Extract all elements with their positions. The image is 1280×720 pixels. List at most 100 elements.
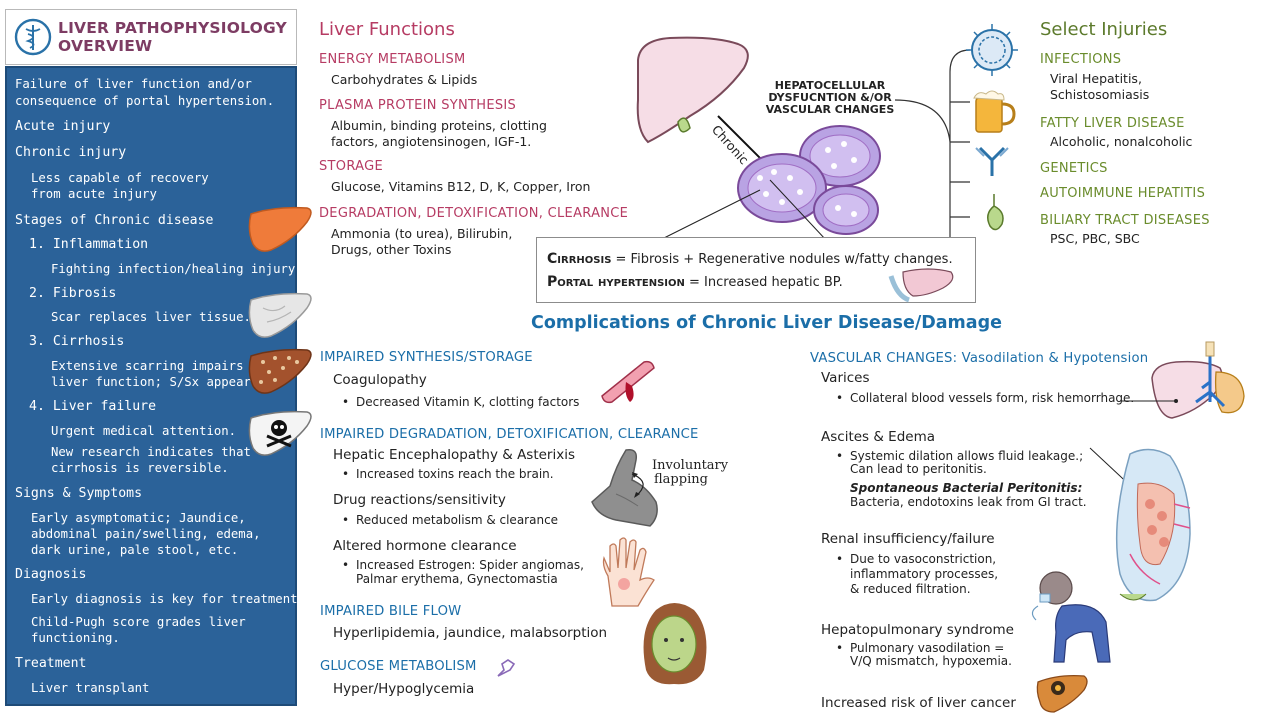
gallbladder-icon	[987, 194, 1004, 231]
stage-inflammation: 1. Inflammation	[29, 237, 149, 252]
coagulopathy-bullet: •Decreased Vitamin K, clotting factors	[342, 395, 580, 409]
flapping-hand-icon	[591, 448, 658, 527]
vascular-changes-heading: VASCULAR CHANGES: Vasodilation & Hypoten…	[810, 351, 1149, 366]
portal-hypertension-definition: Portal hypertension = Increased hepatic …	[547, 274, 843, 290]
hepatopulmonary-bullet-text: Pulmonary vasodilation =	[850, 641, 1005, 655]
select-injuries-title: Select Injuries	[1040, 19, 1168, 40]
stage-note: Fighting infection/healing injury.	[51, 262, 303, 276]
stage-note: cirrhosis is reversible.	[51, 461, 229, 475]
stage-note: Urgent medical attention.	[51, 424, 237, 438]
ascites-subheading: Ascites & Edema	[821, 429, 936, 445]
hepatopulmonary-subheading: Hepatopulmonary syndrome	[821, 622, 1014, 638]
drug-reactions-bullet: •Reduced metabolism & clearance	[342, 513, 559, 527]
breathless-patient-icon	[1031, 571, 1111, 663]
portal-term: Portal hypertension	[547, 274, 685, 290]
regenerative-nodules-illustration	[737, 125, 881, 235]
liver-functions-title: Liver Functions	[319, 19, 455, 40]
stage-cirrhosis: 3. Cirrhosis	[29, 334, 125, 349]
jaundiced-face-icon	[643, 603, 707, 685]
stage-note: Scar replaces liver tissue.	[51, 310, 251, 324]
fatty-liver-heading: FATTY LIVER DISEASE	[1040, 116, 1185, 131]
portal-vein-liver-icon	[888, 268, 954, 303]
varices-subheading: Varices	[821, 370, 870, 386]
renal-subheading: Renal insufficiency/failure	[821, 531, 995, 547]
hormone-bullet-cont: Palmar erythema, Gynectomastia	[356, 572, 558, 586]
energy-metabolism-heading: ENERGY METABOLISM	[319, 52, 466, 67]
treatment-heading: Treatment	[15, 656, 87, 671]
degradation-text: Ammonia (to urea), Bilirubin,	[331, 226, 513, 241]
storage-text: Glucose, Vitamins B12, D, K, Copper, Iro…	[331, 179, 591, 194]
beer-mug-icon	[973, 90, 1016, 133]
definition-box: Cirrhosis = Fibrosis + Regenerative nodu…	[536, 237, 976, 303]
cirrhosis-definition: Cirrhosis = Fibrosis + Regenerative nodu…	[547, 251, 953, 267]
drug-reactions-bullet-text: Reduced metabolism & clearance	[356, 513, 559, 527]
plasma-protein-text: factors, angiotensinogen, IGF-1.	[331, 134, 532, 149]
abdomen-ascites-icon	[1089, 447, 1191, 602]
infections-heading: INFECTIONS	[1040, 52, 1122, 67]
hepatocellular-label-line: VASCULAR CHANGES	[765, 103, 895, 116]
drug-reactions-subheading: Drug reactions/sensitivity	[333, 492, 506, 508]
inflamed-liver-icon	[248, 206, 312, 252]
signs-text: Early asymptomatic; Jaundice,	[31, 511, 246, 525]
chronic-injury-heading: Chronic injury	[15, 145, 127, 160]
signs-text: abdominal pain/swelling, edema,	[31, 527, 261, 541]
diagnosis-heading: Diagnosis	[15, 567, 87, 582]
encephalopathy-bullet-text: Increased toxins reach the brain.	[356, 467, 554, 481]
biliary-text: PSC, PBC, SBC	[1050, 231, 1140, 246]
signs-heading: Signs & Symptoms	[15, 486, 143, 501]
encephalopathy-bullet: •Increased toxins reach the brain.	[342, 467, 554, 481]
encephalopathy-subheading: Hepatic Encephalopathy & Asterixis	[333, 447, 576, 463]
page-title-line2: OVERVIEW	[58, 37, 153, 55]
ascites-bullet: •Systemic dilation allows fluid leakage.…	[836, 449, 1084, 463]
degradation-heading: DEGRADATION, DETOXIFICATION, CLEARANCE	[319, 206, 629, 221]
healthy-liver-illustration	[636, 36, 749, 144]
diagnosis-text: Early diagnosis is key for treatment.	[31, 592, 305, 606]
treatment-text: Liver transplant	[31, 681, 150, 695]
antibody-icon	[975, 146, 1009, 176]
cirrhotic-liver-icon	[248, 348, 312, 394]
stage-fibrosis: 2. Fibrosis	[29, 286, 117, 301]
hepatopulmonary-bullet-cont: V/Q mismatch, hypoxemia.	[850, 654, 1012, 668]
intro-text: consequence of portal hypertension.	[15, 94, 275, 108]
cancerous-liver-icon	[1036, 674, 1088, 713]
glucose-text: Hyper/Hypoglycemia	[333, 681, 475, 697]
liver-varices-icon	[1151, 341, 1245, 419]
diagnosis-text: Child-Pugh score grades liver	[31, 615, 246, 629]
liver-cancer-subheading: Increased risk of liver cancer	[821, 695, 1016, 711]
caduceus-icon	[14, 18, 52, 56]
biliary-heading: BILIARY TRACT DISEASES	[1040, 213, 1210, 228]
sbp-term-text: Spontaneous Bacterial Peritonitis:	[850, 481, 1083, 495]
renal-bullet-cont: inflammatory processes,	[850, 567, 999, 581]
ascites-bullet-text: Systemic dilation allows fluid leakage.;	[850, 449, 1084, 463]
hepatocellular-label-line: HEPATOCELLULAR	[774, 79, 886, 92]
glucose-heading: GLUCOSE METABOLISM	[320, 659, 477, 674]
coagulopathy-bullet-text: Decreased Vitamin K, clotting factors	[356, 395, 580, 409]
virus-icon	[966, 24, 1018, 76]
summary-sidebar: Failure of liver function and/or consequ…	[5, 66, 312, 706]
varices-pointer	[1120, 399, 1178, 403]
chronic-note: Less capable of recovery	[31, 171, 209, 185]
cirrhosis-def-text: = Fibrosis + Regenerative nodules w/fatt…	[611, 252, 953, 267]
intro-text: Failure of liver function and/or	[15, 77, 252, 91]
storage-heading: STORAGE	[319, 159, 383, 174]
hormone-bullet: •Increased Estrogen: Spider angiomas,	[342, 558, 584, 572]
cirrhosis-term: Cirrhosis	[547, 251, 612, 267]
renal-bullet-cont: & reduced filtration.	[850, 582, 971, 596]
stages-heading: Stages of Chronic disease	[15, 213, 214, 228]
flapping-label-line: flapping	[654, 472, 708, 487]
chronic-note: from acute injury	[31, 187, 157, 201]
page-title-line1: LIVER PATHOPHYSIOLOGY	[58, 19, 287, 37]
portal-def-text: = Increased hepatic BP.	[684, 275, 843, 290]
page-title: LIVER PATHOPHYSIOLOGY OVERVIEW	[58, 19, 287, 55]
signs-text: dark urine, pale stool, etc.	[31, 543, 239, 557]
involuntary-flapping-label: Involuntary flapping	[652, 459, 728, 487]
diagnosis-text: functioning.	[31, 631, 120, 645]
complications-title: Complications of Chronic Liver Disease/D…	[531, 313, 1002, 333]
degradation-text: Drugs, other Toxins	[331, 242, 452, 257]
impaired-degradation-heading: IMPAIRED DEGRADATION, DETOXIFICATION, CL…	[320, 427, 699, 442]
energy-metabolism-text: Carbohydrates & Lipids	[331, 72, 478, 87]
plasma-protein-heading: PLASMA PROTEIN SYNTHESIS	[319, 98, 517, 113]
palm-erythema-hand-icon	[602, 537, 655, 607]
stage-liver-failure: 4. Liver failure	[29, 399, 157, 414]
stage-note: Extensive scarring impairs	[51, 359, 244, 373]
